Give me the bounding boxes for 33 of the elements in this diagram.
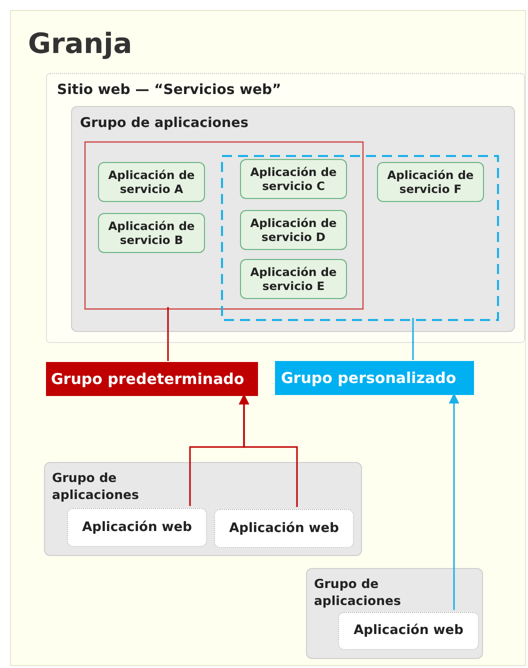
- farm-panel: [10, 10, 526, 666]
- service-app-box: [240, 159, 347, 199]
- box-label: Aplicación web: [354, 622, 464, 640]
- app-pool-box: [306, 568, 483, 659]
- default-group-box: [46, 362, 258, 396]
- box-label: Aplicación web: [82, 518, 192, 537]
- connector-arrow: [238, 394, 298, 507]
- service-app-box: [377, 162, 484, 202]
- box-label: Aplicación web: [229, 520, 339, 538]
- container-title: Grupo de aplicaciones: [314, 575, 402, 609]
- panel-title: Granja: [28, 26, 132, 62]
- box-label: Aplicación de servicio C: [249, 165, 338, 193]
- app-pool-box: [44, 462, 362, 556]
- service-app-box: [98, 162, 205, 202]
- box-label: Aplicación de servicio E: [249, 265, 338, 293]
- container-title: Grupo de aplicaciones: [80, 114, 248, 133]
- box-label: Grupo predeterminado: [51, 368, 244, 390]
- custom-group-box: [275, 361, 474, 395]
- container-title: Grupo de aplicaciones: [52, 469, 140, 503]
- service-app-box: [98, 213, 205, 253]
- web-app-box: [214, 509, 354, 548]
- box-label: Aplicación de servicio F: [386, 168, 475, 196]
- box-label: Grupo personalizado: [281, 368, 456, 389]
- web-app-box: [67, 508, 207, 547]
- service-app-box: [240, 259, 347, 299]
- connector-arrow: [448, 392, 460, 610]
- service-app-box: [240, 210, 347, 250]
- box-label: Aplicación de servicio D: [249, 216, 338, 244]
- container-title: Sitio web — “Servicios web”: [57, 81, 282, 100]
- web-app-box: [338, 612, 479, 650]
- box-label: Aplicación de servicio B: [107, 219, 196, 247]
- box-label: Aplicación de servicio A: [107, 168, 196, 196]
- website-container: [46, 73, 525, 343]
